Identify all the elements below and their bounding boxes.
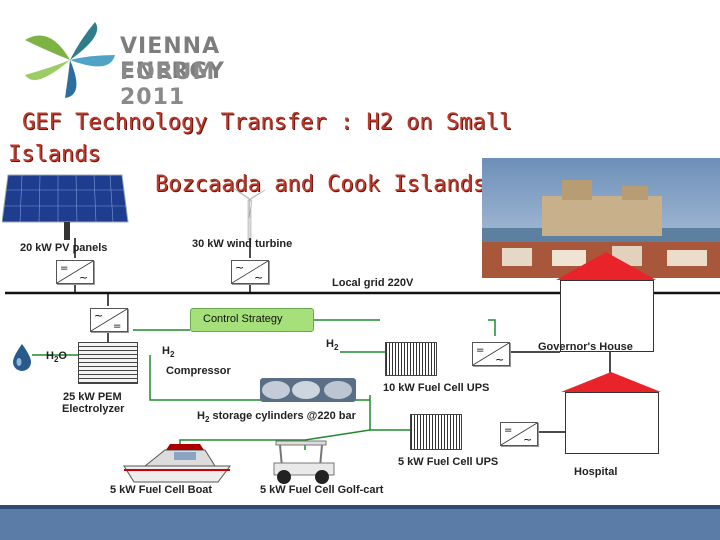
solar-panel-icon: [2, 174, 129, 240]
svg-text:=: =: [60, 263, 68, 274]
svg-text:=: =: [476, 345, 484, 356]
footer-bar-accent: [0, 505, 720, 509]
svg-text:~: ~: [79, 271, 88, 283]
governors-house-label: Governor's House: [538, 341, 633, 353]
electrolyzer-ac-dc-converter: ~=: [90, 308, 128, 332]
governors-house: [556, 252, 656, 352]
fuel-cell-golf-cart-label: 5 kW Fuel Cell Golf-cart: [260, 484, 384, 496]
svg-text:~: ~: [254, 271, 263, 283]
svg-text:~: ~: [523, 433, 532, 445]
h2-label-left: H2: [162, 345, 175, 360]
footer-bar: [0, 505, 720, 540]
fuel-cell-boat-label: 5 kW Fuel Cell Boat: [110, 484, 213, 496]
control-strategy-label: Control Strategy: [203, 313, 283, 325]
h2-label-top: H2: [326, 338, 339, 353]
water-drop-icon: [13, 344, 31, 371]
wind-ac-ac-converter: ~~: [231, 260, 269, 284]
wind-turbine-label: 30 kW wind turbine: [192, 238, 293, 250]
pv-dc-ac-converter: =~: [56, 260, 94, 284]
h2o-label: H2O: [46, 350, 67, 365]
control-strategy-box: Control Strategy: [190, 308, 314, 332]
pinwheel-logo-icon: [25, 22, 115, 98]
fuel-cell-stack-5kw: [410, 414, 462, 450]
vienna-energy-forum-logo: VIENNA ENERGY FORUM 2011: [20, 20, 270, 110]
fuel-cell-stack-10kw: [385, 342, 437, 376]
electrolyzer-stack: [78, 342, 138, 384]
governors-house-body: [560, 280, 654, 352]
hospital-roof: [561, 372, 661, 392]
hospital-label: Hospital: [574, 466, 618, 478]
local-grid-label: Local grid 220V: [332, 277, 414, 289]
h2-storage-label: H2 storage cylinders @220 bar: [197, 410, 356, 425]
fuel-cell-ups-10-label: 10 kW Fuel Cell UPS: [383, 382, 490, 394]
hospital-building: [561, 372, 661, 454]
title-line2: Islands: [8, 142, 101, 167]
hospital-body: [565, 392, 659, 454]
governors-house-roof: [556, 252, 656, 280]
logo-title-line1: VIENNA ENERGY: [120, 34, 225, 84]
compressor-label: Compressor: [166, 365, 231, 377]
ups5-dc-ac-converter: =~: [500, 422, 538, 446]
wind-turbine-icon: [232, 187, 266, 240]
svg-text:~: ~: [235, 261, 244, 274]
pv-panels-label: 20 kW PV panels: [20, 242, 108, 254]
title-line1: GEF Technology Transfer : H2 on Small: [22, 110, 513, 135]
electrolyzer-label-line2: Electrolyzer: [62, 403, 125, 415]
svg-text:=: =: [504, 425, 512, 436]
fuel-cell-ups-5-label: 5 kW Fuel Cell UPS: [398, 456, 499, 468]
fuel-cell-boat-icon: [123, 444, 231, 483]
fuel-cell-golf-cart-icon: [273, 440, 335, 484]
electrolyzer-label-line1: 25 kW PEM: [63, 391, 122, 403]
svg-text:~: ~: [94, 309, 103, 322]
svg-text:=: =: [113, 321, 121, 331]
title-line3: Bozcaada and Cook Islands: [155, 172, 487, 197]
logo-title-line2: FORUM 2011: [120, 60, 216, 110]
h2-storage-cylinders-icon: [260, 378, 356, 402]
ups10-dc-ac-converter: =~: [472, 342, 510, 366]
svg-text:~: ~: [495, 353, 504, 365]
